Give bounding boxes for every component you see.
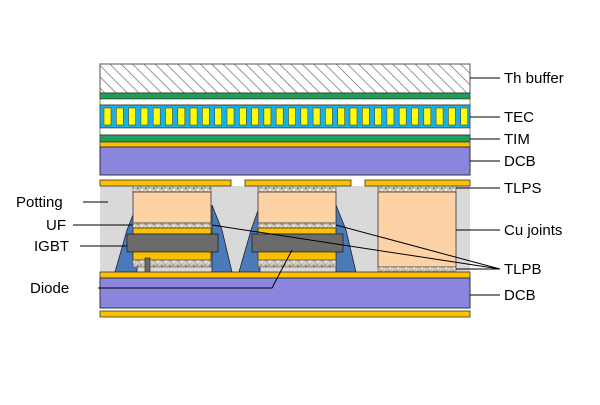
tec-pellet xyxy=(251,107,259,126)
top-dcb-pad-3 xyxy=(364,179,471,187)
tec-top-green-layer xyxy=(99,92,471,100)
tec-pellet xyxy=(226,107,235,126)
tec-pellet xyxy=(239,107,247,126)
tec-pellet xyxy=(448,107,456,126)
label-potting: Potting xyxy=(16,194,63,211)
dcb-top-ceramic xyxy=(99,146,471,176)
label-dcb-top: DCB xyxy=(504,153,536,170)
tlps-solder-1 xyxy=(132,185,212,193)
tec-pellet xyxy=(411,107,419,126)
cu-joint-3 xyxy=(377,191,457,268)
tec-top-white-gap xyxy=(99,98,471,106)
tec-bottom-white-gap xyxy=(99,127,471,136)
tec-pellet xyxy=(128,107,136,126)
tec-pellet xyxy=(263,107,272,126)
tec-layer xyxy=(99,104,471,129)
label-cu-joints: Cu joints xyxy=(504,222,562,239)
label-tim: TIM xyxy=(504,131,530,148)
label-igbt: IGBT xyxy=(34,238,69,255)
tlpb-lower-1 xyxy=(132,259,212,268)
tec-pellet xyxy=(275,107,284,126)
dcb-bottom-copper-bottom xyxy=(99,310,471,318)
tec-pellet xyxy=(374,107,382,126)
tec-pellet xyxy=(325,107,333,126)
tec-pellet xyxy=(349,107,358,126)
tec-pellet xyxy=(460,107,469,126)
tlpb-lower-3 xyxy=(377,266,457,273)
top-dcb-pad-1 xyxy=(99,179,232,187)
label-uf: UF xyxy=(46,217,66,234)
tec-pellet xyxy=(300,107,309,126)
label-diode: Diode xyxy=(30,280,69,297)
tlpb-upper-2 xyxy=(257,222,337,229)
tec-pellet xyxy=(386,107,395,126)
tlps-solder-3 xyxy=(377,185,457,193)
tec-pellet xyxy=(312,107,321,126)
tec-pellet xyxy=(189,107,198,126)
label-dcb-bottom: DCB xyxy=(504,287,536,304)
dcb-top-copper-top xyxy=(99,141,471,148)
tec-pellet xyxy=(177,107,186,126)
chip-bottom-copper-1 xyxy=(132,251,212,261)
tec-pellet xyxy=(152,107,161,126)
leader-lines-right xyxy=(211,77,501,296)
tec-pellet xyxy=(398,107,407,126)
th-buffer-layer xyxy=(99,63,471,94)
tec-pellet xyxy=(337,107,346,126)
dcb-bottom-ceramic xyxy=(99,277,471,309)
tec-pellet xyxy=(288,107,296,126)
tec-pellet xyxy=(202,107,210,126)
tec-pellet xyxy=(423,107,432,126)
tec-pellet xyxy=(140,107,149,126)
tec-pellet xyxy=(361,107,370,126)
top-dcb-pad-2 xyxy=(244,179,352,187)
chip-bottom-copper-2 xyxy=(257,251,337,261)
label-th-buffer: Th buffer xyxy=(504,70,564,87)
leader-lines-left xyxy=(73,201,293,289)
chip-copper-2 xyxy=(257,227,337,235)
tec-pellet xyxy=(103,107,112,126)
label-tlps: TLPS xyxy=(504,180,542,197)
chip-copper-1 xyxy=(132,227,212,235)
tlps-solder-2 xyxy=(257,185,337,193)
tim-layer xyxy=(99,134,471,143)
dcb-bottom-copper-top xyxy=(99,271,471,279)
tlpb-upper-1 xyxy=(132,222,212,229)
tec-pellet xyxy=(116,107,124,126)
cu-joint-1 xyxy=(132,191,212,224)
label-tlpb: TLPB xyxy=(504,261,542,278)
tec-pellet xyxy=(165,107,173,126)
tec-pellet xyxy=(214,107,222,126)
label-tec: TEC xyxy=(504,109,534,126)
tlpb-lower-2 xyxy=(257,259,337,268)
cu-joint-2 xyxy=(257,191,337,224)
tec-pellet xyxy=(435,107,444,126)
igbt-chip-1 xyxy=(126,233,219,253)
